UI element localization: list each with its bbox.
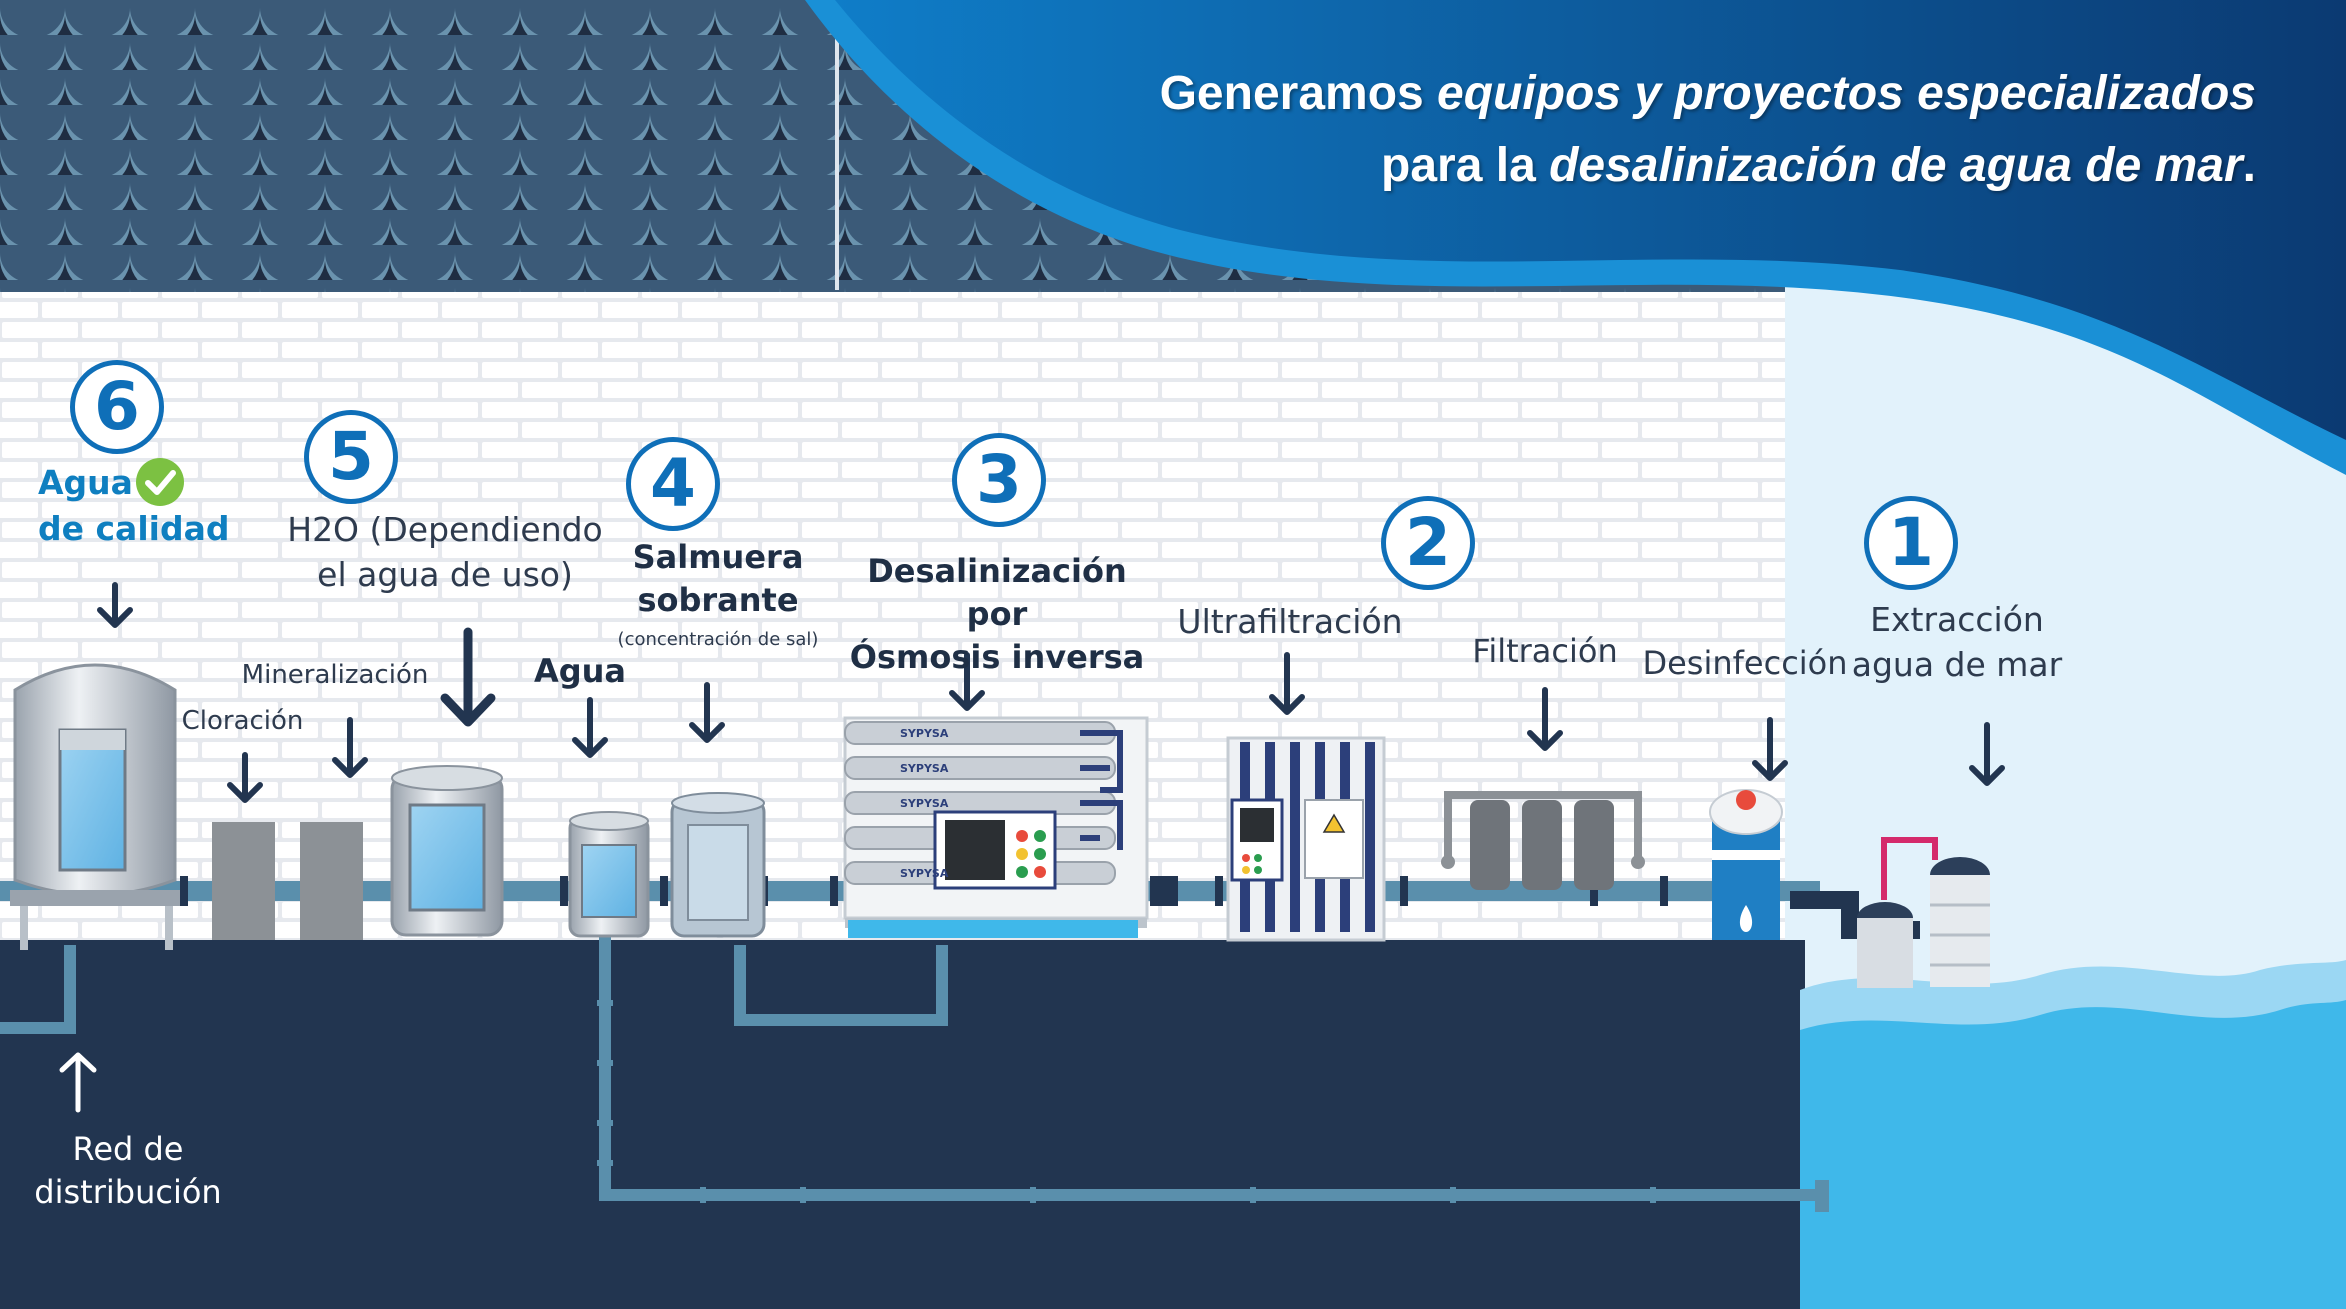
step-label-extraccion: Extracción agua de mar — [1851, 600, 2063, 684]
step-number-2: 2 — [1381, 496, 1475, 590]
headline-emphasis: desalinización de agua de mar — [1549, 139, 2243, 192]
label-filtracion: Filtración — [1472, 632, 1618, 670]
down-arrow-icon — [440, 627, 496, 727]
step-number-4: 4 — [626, 437, 720, 531]
label-mineralizacion: Mineralización — [241, 660, 429, 690]
step-number-1: 1 — [1864, 496, 1958, 590]
brand-label: SYPYSA — [900, 797, 949, 810]
down-arrow-icon — [1527, 687, 1563, 751]
label-red-distribucion: Red de distribución — [34, 1130, 222, 1212]
drain-pipes — [0, 935, 1825, 1201]
brand-label: SYPYSA — [900, 867, 949, 880]
headline-text: Generamos — [1159, 67, 1438, 120]
banner — [835, 0, 2346, 440]
down-arrow-icon — [689, 682, 725, 743]
up-arrow-icon — [59, 1052, 97, 1113]
brand-label: SYPYSA — [900, 727, 949, 740]
sea — [1800, 1000, 2346, 1309]
ultrafiltration-unit-icon — [1226, 736, 1386, 942]
headline-text: para la — [1381, 139, 1550, 192]
brand-label: SYPYSA — [900, 762, 949, 775]
headline: Generamos equipos y proyectos especializ… — [1106, 58, 2256, 202]
water-tank-icon — [568, 811, 650, 938]
step-label-osmosis: Desalinización por Ósmosis inversa — [849, 552, 1145, 677]
label-agua: Agua — [533, 652, 627, 690]
disinfection-unit-icon — [1709, 789, 1783, 940]
step-sublabel-salmuera: (concentración de sal) — [617, 629, 819, 650]
step-label-h2o: H2O (Dependiendo el agua de uso) — [287, 510, 603, 594]
down-arrow-icon — [97, 582, 133, 628]
down-arrow-icon — [572, 697, 608, 758]
step-label-ultrafiltracion: Ultrafiltración — [1177, 602, 1403, 641]
storage-tank-icon — [10, 663, 180, 950]
down-arrow-icon — [1269, 652, 1305, 715]
extraction-unit-icon — [1857, 837, 1990, 988]
headline-text: . — [2242, 139, 2256, 192]
down-arrow-icon — [1969, 722, 2005, 786]
step-number-6: 6 — [70, 360, 164, 454]
down-arrow-icon — [227, 752, 263, 803]
water-tank-icon — [390, 765, 504, 937]
down-arrow-icon — [949, 652, 985, 711]
down-arrow-icon — [1752, 717, 1788, 781]
reverse-osmosis-unit-icon: SYPYSA SYPYSA SYPYSA SYPYSA — [843, 716, 1149, 938]
down-arrow-icon — [332, 717, 368, 778]
step-number-5: 5 — [304, 410, 398, 504]
filtration-unit-icon — [1441, 791, 1645, 890]
brine-tank-icon — [670, 792, 766, 938]
label-desinfeccion: Desinfección — [1642, 644, 1848, 682]
check-icon — [136, 458, 184, 506]
warning-icon — [1322, 813, 1346, 833]
step-label-salmuera: Salmuera sobrante — [632, 538, 804, 620]
mineralization-unit — [300, 822, 363, 940]
ground — [0, 940, 1805, 1309]
chlorination-unit — [212, 822, 275, 940]
step-label-agua-calidad: Agua de calidad — [38, 463, 230, 548]
label-cloracion: Cloración — [181, 706, 304, 736]
headline-emphasis: equipos y proyectos especializados — [1437, 67, 2256, 120]
step-number-3: 3 — [952, 433, 1046, 527]
